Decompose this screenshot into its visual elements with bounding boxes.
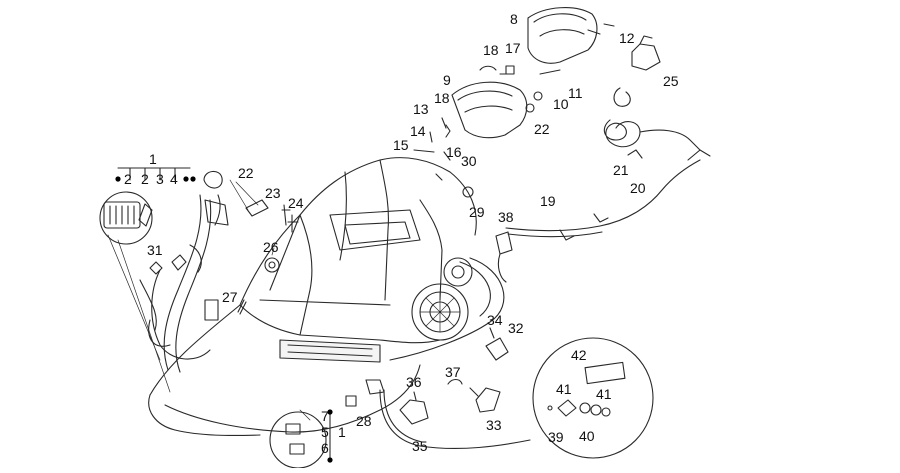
callout-label: 36 bbox=[406, 374, 422, 390]
callout-label: 21 bbox=[613, 162, 629, 178]
callout-label: 1 bbox=[338, 424, 346, 440]
callout-label: 41 bbox=[596, 386, 612, 402]
callout-label: 15 bbox=[393, 137, 409, 153]
callout-label: 3 bbox=[156, 171, 164, 187]
rear-body-shell bbox=[389, 257, 505, 361]
pad-42 bbox=[584, 361, 626, 385]
callout-label: 5 bbox=[321, 424, 329, 440]
callout-label: 22 bbox=[238, 165, 254, 181]
screw-16 bbox=[443, 151, 451, 161]
bracket-33 bbox=[475, 387, 501, 413]
callout-label: 19 bbox=[540, 193, 556, 209]
callout-label: 12 bbox=[619, 30, 635, 46]
callout-label: 6 bbox=[321, 440, 329, 456]
callout-label: 25 bbox=[663, 73, 679, 89]
callout-label: 16 bbox=[446, 144, 462, 160]
callout-label: 10 bbox=[553, 96, 569, 112]
callout-label: 30 bbox=[461, 153, 477, 169]
callout-label: 31 bbox=[147, 242, 163, 258]
cable-19 bbox=[505, 159, 701, 232]
callout-label: 17 bbox=[505, 40, 521, 56]
bracket-36 bbox=[399, 399, 429, 425]
part-31 bbox=[149, 261, 163, 275]
part-18 bbox=[445, 124, 451, 138]
scooter-frame bbox=[149, 157, 477, 396]
callout-label: 1 bbox=[149, 151, 157, 167]
part-11 bbox=[539, 69, 561, 75]
callout-label: 22 bbox=[534, 121, 550, 137]
bullets bbox=[115, 176, 333, 463]
callout-label: 27 bbox=[222, 289, 238, 305]
plug-28 bbox=[345, 395, 357, 407]
callout-label: 38 bbox=[498, 209, 514, 225]
fastener-23 bbox=[281, 204, 291, 226]
callout-label: 29 bbox=[469, 204, 485, 220]
callout-label: 7 bbox=[321, 408, 329, 424]
part-21 bbox=[627, 149, 643, 159]
coil-hose bbox=[603, 119, 641, 148]
sensor-25 bbox=[631, 43, 661, 71]
nut-29 bbox=[462, 186, 474, 198]
strip-27 bbox=[237, 299, 247, 315]
relay-block bbox=[103, 201, 141, 229]
callout-label: 9 bbox=[443, 72, 451, 88]
part-30 bbox=[435, 173, 443, 181]
callout-label: 11 bbox=[568, 85, 583, 101]
callout-label: 40 bbox=[579, 428, 595, 444]
callout-label: 34 bbox=[487, 312, 503, 328]
part-10 bbox=[533, 91, 543, 101]
callout-label: 24 bbox=[288, 195, 304, 211]
callout-label: 8 bbox=[510, 11, 518, 27]
fastener-24 bbox=[287, 214, 299, 233]
callout-label: 18 bbox=[483, 42, 499, 58]
screw-14 bbox=[429, 131, 433, 143]
callout-label: 35 bbox=[412, 438, 428, 454]
screw-12 bbox=[603, 23, 615, 27]
callout-label: 39 bbox=[548, 429, 564, 445]
cover-8 bbox=[527, 7, 598, 64]
callout-label: 26 bbox=[263, 239, 279, 255]
callout-label: 41 bbox=[556, 381, 572, 397]
callout-label: 2 bbox=[124, 171, 132, 187]
grommet-26 bbox=[264, 257, 280, 273]
screw-15 bbox=[413, 149, 435, 153]
callout-label: 14 bbox=[410, 123, 426, 139]
callout-label: 13 bbox=[413, 101, 429, 117]
clip-22 bbox=[203, 170, 223, 189]
bracket-37 bbox=[447, 378, 463, 385]
bracket-38 bbox=[495, 231, 513, 255]
callout-label: 2 bbox=[141, 171, 149, 187]
callout-label: 23 bbox=[265, 185, 281, 201]
callout-label: 42 bbox=[571, 347, 587, 363]
cable-35 bbox=[379, 389, 531, 450]
detail-circle-right bbox=[532, 337, 654, 459]
front-wiring-harness bbox=[163, 194, 202, 371]
callout-label: 37 bbox=[445, 364, 461, 380]
callout-label: 28 bbox=[356, 413, 372, 429]
callout-label: 33 bbox=[486, 417, 502, 433]
callout-label: 32 bbox=[508, 320, 524, 336]
detail-circle-left bbox=[269, 411, 327, 469]
rear-wheel-hub bbox=[411, 283, 469, 341]
callout-label: 4 bbox=[170, 171, 178, 187]
callout-label: 18 bbox=[434, 90, 450, 106]
bracket-32 bbox=[485, 337, 509, 361]
part-17 bbox=[505, 65, 515, 75]
screw-13 bbox=[441, 117, 447, 129]
callout-label: 20 bbox=[630, 180, 646, 196]
